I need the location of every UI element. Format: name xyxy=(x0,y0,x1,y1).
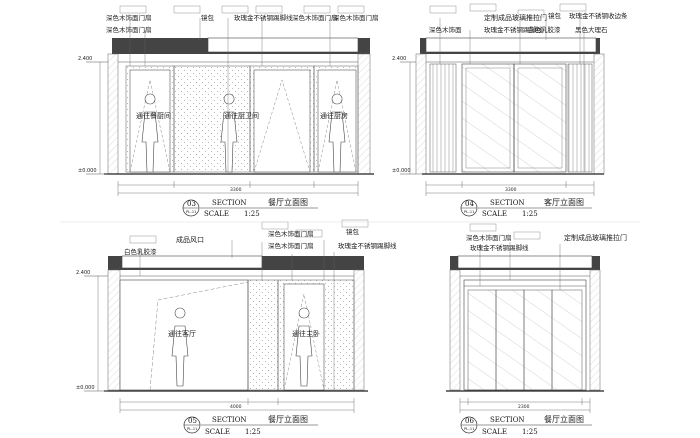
panel-04-callout-6: 白色乳胶漆 xyxy=(528,25,561,34)
panel-03-room-label-3: 通往厨房 xyxy=(320,111,348,120)
panel-03-sheet-ref: PL-11 xyxy=(186,209,197,214)
panel-04-title: 客厅立面图 xyxy=(544,197,584,207)
panel-06-callout-3: 玫瑰金不锈钢踢脚线 xyxy=(470,243,529,252)
panel-03-callout-3: 镜包 xyxy=(201,13,215,22)
panel-03-callout-1: 深色木饰面门扇 xyxy=(106,13,152,22)
panel-03-callout-5: 深色木饰面门扇 xyxy=(292,13,338,22)
panel-03-title: 餐厅立面图 xyxy=(268,197,308,207)
panel-03-elevation xyxy=(86,5,374,196)
panel-05-level-top: 2.400 xyxy=(76,270,90,276)
panel-04-level-top: 2.400 xyxy=(392,56,406,62)
panel-03-scale-label: SCALE xyxy=(204,210,229,218)
panel-04-callout-5: 玫瑰金不锈钢踢脚线 xyxy=(484,25,543,34)
panel-05-callout-5: 镜包 xyxy=(346,227,360,236)
panel-05-level-bottom: ±0.000 xyxy=(76,385,95,391)
panel-04-scale-value: 1:25 xyxy=(522,210,538,218)
panel-04-callout-3: 镜包 xyxy=(548,11,562,20)
panel-05-callout-1: 成品风口 xyxy=(176,235,204,244)
panel-06-id: 06 xyxy=(465,417,474,425)
panel-05-room-label-2: 通往主卧 xyxy=(292,329,320,338)
panel-05-callout-4: 深色木饰面门扇 xyxy=(268,241,314,250)
panel-06-callout-2: 定制成品玻璃推拉门 xyxy=(564,233,627,242)
panel-03-scale-value: 1:25 xyxy=(244,210,260,218)
panel-05-callout-3: 深色木饰面门扇 xyxy=(268,229,314,238)
panel-05-id: 05 xyxy=(188,417,197,425)
panel-03-callout-6: 深色木饰面门扇 xyxy=(333,13,379,22)
panel-03-callout-2: 深色木饰面门扇 xyxy=(106,25,152,34)
panel-06-section-label: SECTION xyxy=(490,416,525,424)
panel-05-sheet-ref: PL-11 xyxy=(187,426,198,431)
panel-05-title: 餐厅立面图 xyxy=(268,414,308,424)
panel-06-dim-overall: 2300 xyxy=(518,404,530,410)
panel-04-sheet-ref: PL-11 xyxy=(464,209,475,214)
panel-04-callout-7: 黑色大理石 xyxy=(575,25,608,34)
panel-05-callout-6: 玫瑰金不锈钢踢脚线 xyxy=(338,241,397,250)
panel-06-sheet-ref: PL-11 xyxy=(464,426,475,431)
panel-04-level-bottom: ±0.000 xyxy=(392,168,411,174)
panel-03-room-label-2: 通往厨卫间 xyxy=(224,111,259,120)
panel-06-scale-value: 1:25 xyxy=(522,428,538,436)
panel-04-elevation xyxy=(400,3,605,196)
panel-03-room-label-1: 通往餐厨间 xyxy=(136,111,171,120)
panel-03-section-label: SECTION xyxy=(212,199,247,207)
panel-06-scale-label: SCALE xyxy=(482,428,507,436)
panel-03-level-top: 2.400 xyxy=(78,56,92,62)
panel-04-callout-4: 玫瑰金不锈钢收边条 xyxy=(569,11,628,20)
panel-06-elevation xyxy=(446,223,604,413)
panel-03-level-bottom: ±0.000 xyxy=(78,168,97,174)
panel-04-scale-label: SCALE xyxy=(482,210,507,218)
panel-04-callout-2: 定制成品玻璃推拉门 xyxy=(484,13,547,22)
panel-03-id: 03 xyxy=(187,200,196,208)
panel-05-dim-overall: 4000 xyxy=(230,404,242,410)
panel-04-dim-overall: 3300 xyxy=(505,187,517,193)
panel-06-title: 餐厅立面图 xyxy=(544,414,584,424)
panel-05-section-label: SECTION xyxy=(212,416,247,424)
panel-05-elevation xyxy=(84,219,369,413)
panel-05-scale-label: SCALE xyxy=(205,428,230,436)
panel-05-room-label-1: 通往客厅 xyxy=(168,329,196,338)
panel-04-id: 04 xyxy=(465,200,474,208)
panel-04-callout-1: 深色木饰面 xyxy=(429,25,462,34)
panel-04-section-label: SECTION xyxy=(490,199,525,207)
panel-03-callout-4: 玫瑰金不锈钢踢脚线 xyxy=(234,13,293,22)
panel-05-scale-value: 1:25 xyxy=(245,428,261,436)
panel-03-dim-overall: 3300 xyxy=(230,187,242,193)
panel-05-callout-2: 白色乳胶漆 xyxy=(124,247,157,256)
panel-06-callout-1: 深色木饰面门扇 xyxy=(466,233,512,242)
